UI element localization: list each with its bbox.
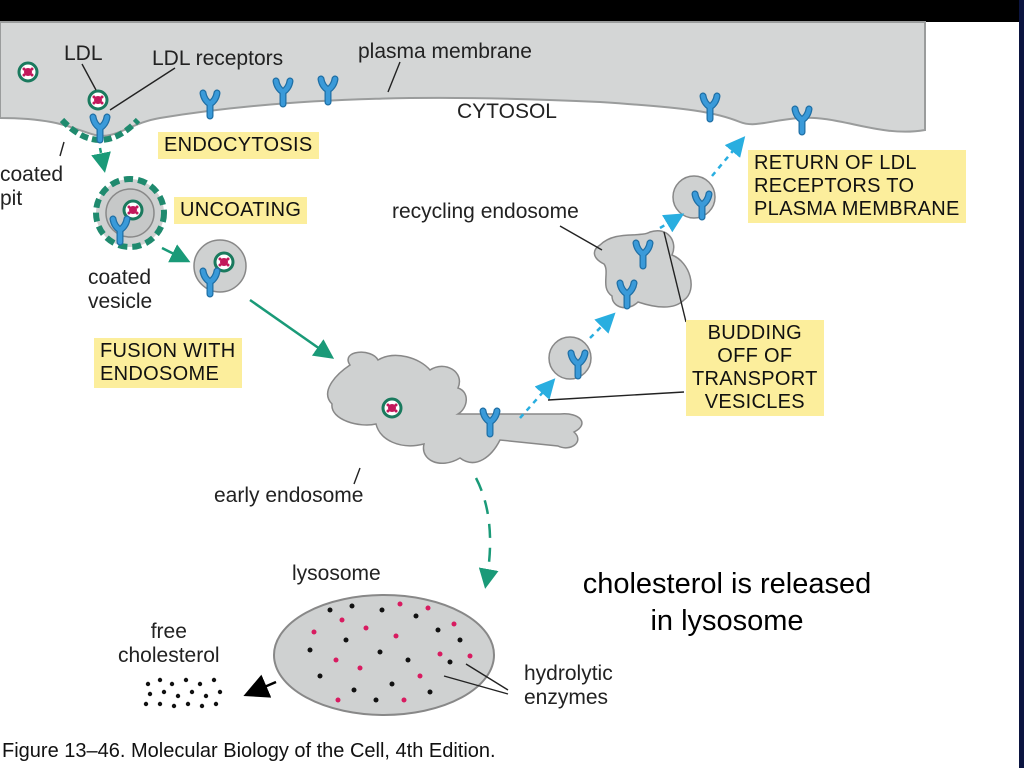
label-cytosol: CYTOSOL (457, 100, 557, 123)
uncoated-vesicle-icon (193, 239, 247, 294)
transport-vesicle-icon (548, 336, 592, 380)
step-budding-transport-vesicles: BUDDING OFF OF TRANSPORT VESICLES (686, 320, 824, 416)
ldl-particle-icon (17, 61, 39, 83)
label-lysosome: lysosome (292, 562, 381, 585)
step-return-of-receptors: RETURN OF LDL RECEPTORS TO PLASMA MEMBRA… (748, 150, 966, 223)
label-coated-vesicle: coated vesicle (88, 266, 153, 313)
coated-vesicle-icon (93, 176, 167, 250)
recycling-endosome (593, 229, 692, 308)
coated-pit (59, 89, 141, 140)
label-hydrolytic-enzymes: hydrolytic enzymes (524, 662, 613, 709)
early-endosome (326, 351, 583, 464)
label-free-cholesterol: free cholesterol (118, 620, 220, 667)
lysosome (273, 594, 495, 716)
transport-vesicle-icon (672, 175, 716, 218)
figure-caption: Figure 13–46. Molecular Biology of the C… (2, 740, 496, 762)
step-endocytosis: ENDOCYTOSIS (158, 132, 319, 159)
label-recycling-endosome: recycling endosome (392, 200, 579, 223)
annotation-note: cholesterol is released in lysosome (582, 568, 872, 637)
label-early-endosome: early endosome (214, 484, 364, 507)
step-fusion-with-endosome: FUSION WITH ENDOSOME (94, 338, 242, 388)
label-plasma-membrane: plasma membrane (358, 40, 532, 63)
right-edge-bar (1019, 0, 1024, 768)
label-coated-pit: coated pit (0, 163, 64, 210)
label-ldl-receptors: LDL receptors (152, 47, 284, 70)
top-bar (0, 0, 1024, 22)
step-uncoating: UNCOATING (174, 197, 308, 224)
label-ldl: LDL (64, 42, 103, 65)
release-arrow (243, 674, 277, 698)
free-cholesterol-dots (143, 677, 223, 709)
